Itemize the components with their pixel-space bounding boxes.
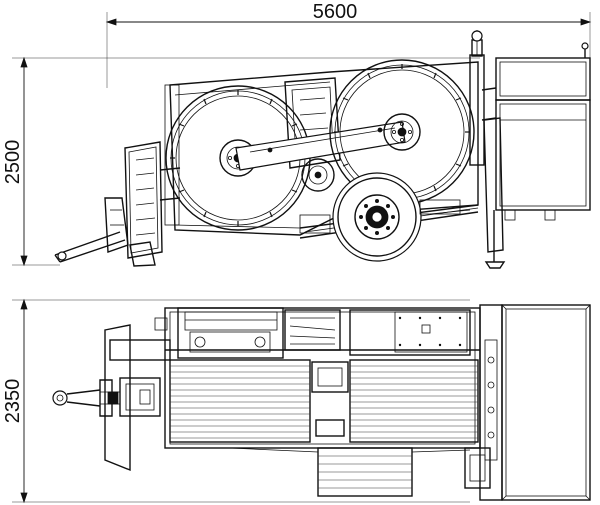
top-road-wheel: [229, 447, 471, 497]
length-dimension-label: 5600: [313, 1, 358, 23]
side-undercarriage: [299, 199, 471, 234]
top-engine: [177, 307, 341, 359]
side-arm: [235, 121, 406, 171]
length-dimension: 5600: [105, 1, 592, 88]
side-rear-mast: [469, 30, 506, 269]
height-dimension: 2500: [2, 56, 480, 267]
width-dimension-label: 2350: [2, 379, 24, 424]
top-view: [52, 304, 591, 501]
top-drum-right: [349, 359, 479, 443]
top-control-cabinet: [501, 304, 591, 501]
side-control-cabinet: [495, 42, 591, 221]
top-center-shaft: [311, 361, 349, 437]
width-dimension: 2350: [2, 298, 470, 504]
side-front-unit: [124, 141, 181, 267]
side-drawbar: [54, 197, 129, 263]
top-drawbar: [52, 379, 120, 417]
top-drum-left: [169, 359, 311, 443]
side-road-wheel: [332, 172, 422, 262]
height-dimension-label: 2500: [2, 140, 24, 185]
side-view: [54, 30, 591, 269]
left-wheel-ticks: [170, 90, 306, 226]
top-hydraulic-box: [349, 309, 471, 356]
top-rear-mechanism: [464, 304, 503, 501]
